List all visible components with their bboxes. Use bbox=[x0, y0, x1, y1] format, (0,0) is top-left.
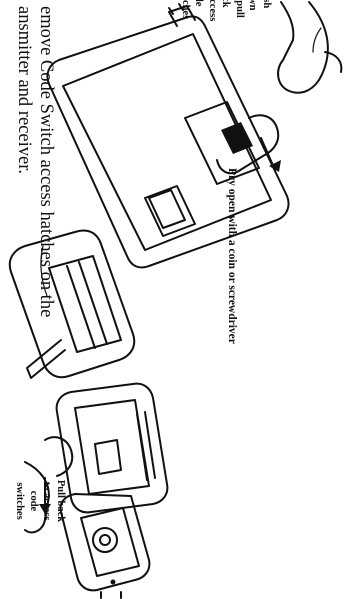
callout-line: code bbox=[28, 490, 39, 512]
pull-back-callout: Pull back to access code switches bbox=[13, 468, 67, 534]
callout-line: down bbox=[246, 0, 260, 34]
receiver-illustration bbox=[8, 229, 136, 379]
transmitter-open-illustration bbox=[55, 382, 169, 599]
callout-line: nd pull bbox=[234, 0, 245, 18]
callout-line: Push bbox=[260, 0, 274, 34]
callout-line: o access bbox=[207, 0, 218, 22]
hand-illustration-pull bbox=[24, 436, 74, 534]
callout-line: Pull back bbox=[55, 479, 66, 523]
hand-illustration-push bbox=[216, 114, 281, 175]
instruction-text: emove Code Switch access hatches on the … bbox=[13, 6, 57, 317]
instruction-line: emove Code Switch access hatches on the bbox=[36, 6, 56, 318]
transmitter-illustration bbox=[46, 3, 290, 269]
hand-illustration-top bbox=[277, 1, 343, 94]
callout-line: witches bbox=[180, 0, 191, 20]
instruction-line: ansmitter and receiver. bbox=[14, 6, 34, 174]
callout-line: code bbox=[192, 0, 206, 34]
callout-line: back bbox=[219, 0, 233, 34]
pry-open-caption: Pry open with a coin or screwdriver bbox=[226, 168, 238, 344]
callout-line: switches bbox=[14, 482, 26, 520]
callout-line: to access bbox=[41, 481, 53, 521]
push-down-pull-back-callout: Push down nd pull back o access code wit… bbox=[179, 0, 274, 34]
